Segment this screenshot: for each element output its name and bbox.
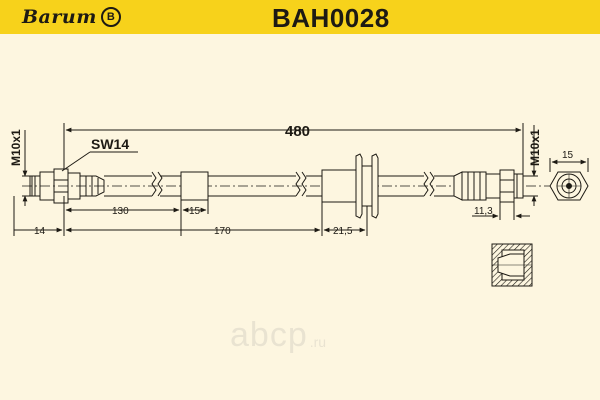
hose-segment-6	[434, 175, 454, 197]
watermark-tld: .ru	[309, 333, 327, 350]
brand-logo: Barum B	[22, 6, 121, 28]
dimension-15-label: 15	[189, 206, 201, 217]
section-view-fitting	[491, 243, 533, 287]
dimension-lower-chain	[13, 196, 368, 236]
watermark: аbcp .ru	[230, 316, 326, 355]
break-mark	[423, 171, 435, 197]
total-length-label: 480	[285, 123, 310, 140]
dimension-11-3-label: 11,3	[474, 206, 493, 217]
right-thread-fitting	[453, 169, 524, 203]
part-number: BAH0028	[272, 3, 390, 33]
dimension-right-thread	[523, 125, 538, 206]
watermark-text: аbcp	[230, 316, 308, 354]
hose-segment-3	[208, 175, 296, 197]
hose-segment-5	[378, 175, 424, 197]
brand-name: Barum	[22, 6, 97, 28]
dimension-170-label: 170	[214, 226, 231, 237]
right-thread-label: M10x1	[528, 129, 542, 166]
dimension-left-thread	[22, 130, 30, 206]
brand-badge-icon: B	[100, 7, 121, 27]
wrench-size-leader	[61, 151, 138, 172]
hose-segment-4	[306, 175, 322, 197]
wrench-size-label: SW14	[91, 136, 129, 152]
hose-segment-2	[160, 175, 181, 197]
dimension-14-label: 14	[34, 226, 46, 237]
dimension-21-5-label: 21,5	[333, 226, 353, 237]
end-view-dimension-label: 15	[562, 150, 574, 161]
hose-sleeve	[180, 171, 209, 201]
break-mark	[295, 171, 307, 197]
end-view-fitting	[549, 158, 589, 201]
mounting-bracket	[321, 153, 379, 219]
header-bar: Barum B BAH0028	[0, 0, 600, 34]
dimension-right-fitting	[472, 202, 530, 220]
hose-segment-1	[104, 175, 152, 197]
dimension-130-label: 130	[112, 206, 129, 217]
left-thread-label: M10x1	[9, 129, 23, 166]
